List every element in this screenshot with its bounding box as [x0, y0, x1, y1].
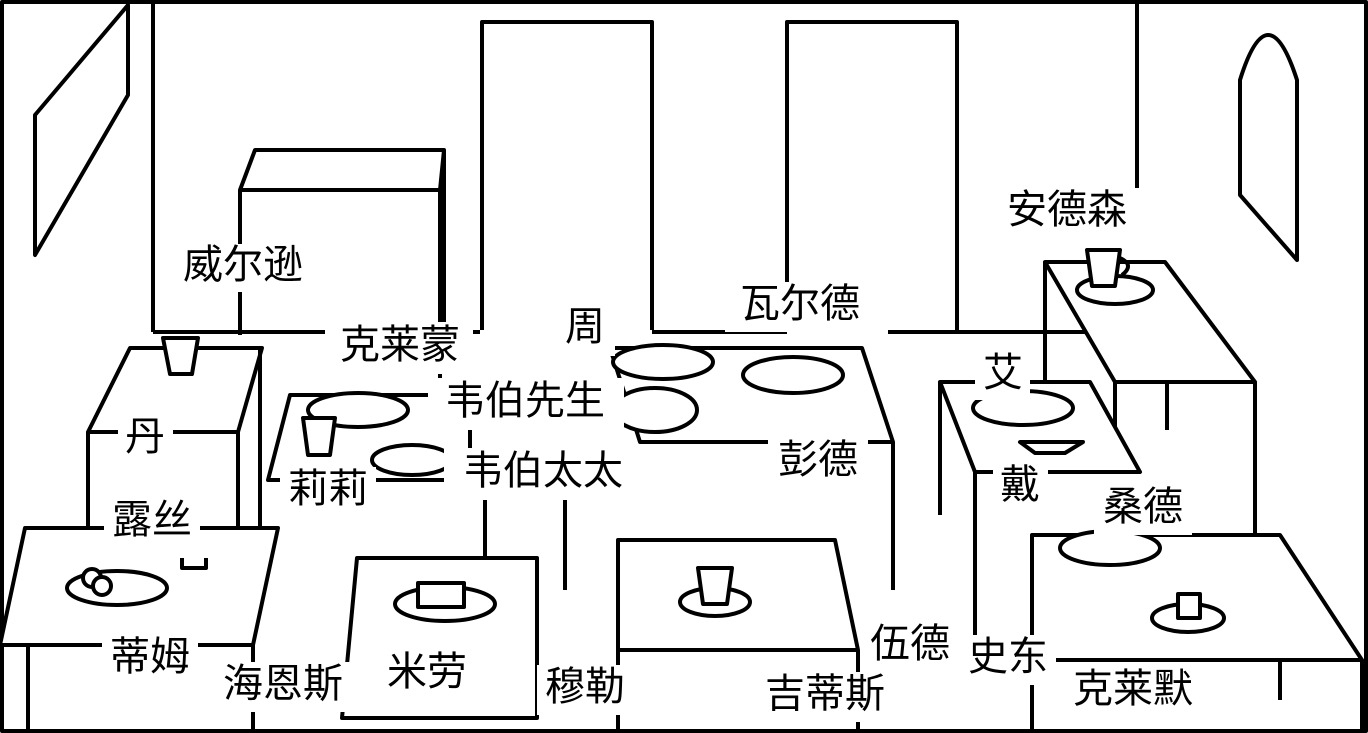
- arched-window: [1238, 33, 1299, 262]
- cup-icon: [696, 566, 734, 606]
- label-muller: 穆勒: [545, 664, 625, 710]
- cup-icon: [1085, 248, 1122, 288]
- cup-icon: [1176, 592, 1202, 620]
- label-haynes: 海恩斯: [223, 661, 343, 707]
- label-pende: 彭德: [778, 437, 858, 483]
- label-lily: 莉莉: [288, 466, 368, 512]
- plate-icon: [1058, 529, 1162, 567]
- door-2: [785, 20, 959, 330]
- label-clemont: 克莱蒙: [340, 322, 460, 368]
- label-dan: 丹: [125, 414, 165, 460]
- label-kramer: 克莱默: [1073, 666, 1193, 712]
- plate-icon: [611, 343, 715, 381]
- label-anderson: 安德森: [1007, 187, 1127, 233]
- room-walls: [33, 0, 1299, 334]
- cup-icon: [301, 416, 337, 457]
- label-stone: 史东: [968, 634, 1048, 680]
- label-walde: 瓦尔德: [740, 281, 860, 327]
- cup-icon: [161, 336, 200, 376]
- label-mrs-weber: 韦伯太太: [463, 448, 623, 494]
- label-gittis: 吉蒂斯: [765, 671, 885, 717]
- door-1: [480, 20, 654, 330]
- label-wood: 伍德: [870, 621, 950, 667]
- label-dai: 戴: [1000, 462, 1040, 508]
- label-sande: 桑德: [1103, 484, 1183, 530]
- bowl-icon: [1018, 440, 1085, 455]
- name-labels: 威尔逊 克莱蒙 周 瓦尔德 安德森 韦伯先生 丹 艾 莉莉 韦伯太太 彭德 戴 …: [102, 187, 1204, 722]
- label-zhou: 周: [565, 304, 605, 350]
- label-ai: 艾: [983, 350, 1023, 396]
- label-mr-weber: 韦伯先生: [445, 378, 605, 424]
- tableware: [65, 248, 1226, 634]
- napkin-icon: [416, 581, 466, 609]
- label-wilson: 威尔逊: [183, 242, 303, 288]
- label-tim: 蒂姆: [110, 634, 190, 680]
- plate-icon: [370, 443, 454, 477]
- plate-icon: [611, 386, 699, 434]
- plate-icon: [741, 355, 845, 395]
- label-ruth: 露丝: [112, 497, 192, 543]
- label-milao: 米劳: [387, 649, 467, 695]
- left-window: [33, 3, 130, 257]
